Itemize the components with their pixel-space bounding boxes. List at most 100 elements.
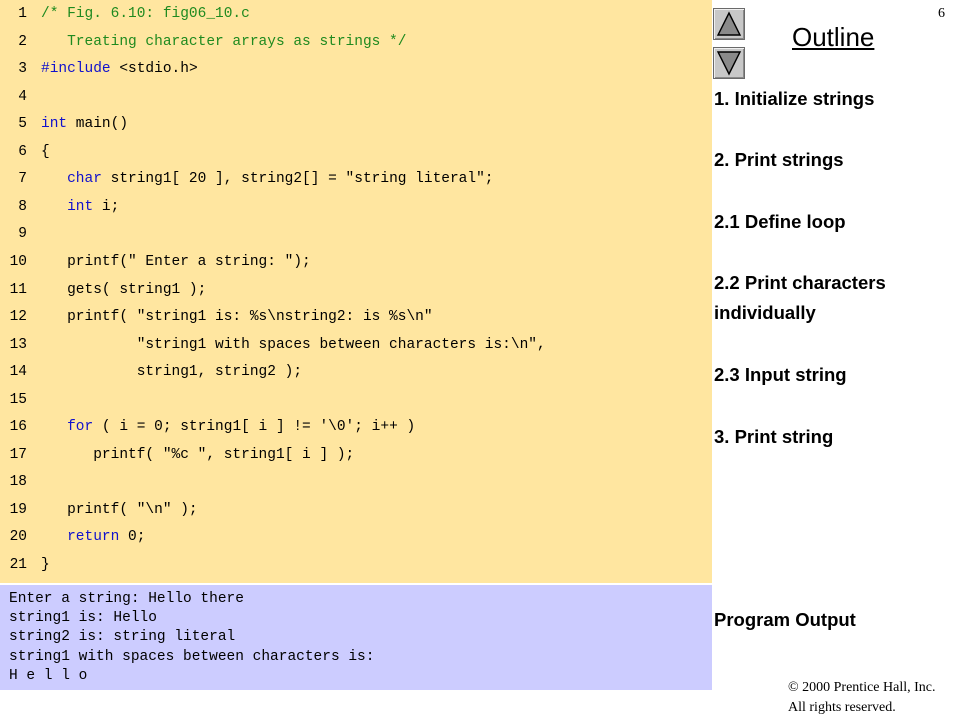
outline-item-initialize-strings: 1. Initialize strings	[714, 84, 954, 114]
code-line: 19 printf( "\n" );	[0, 500, 712, 520]
code-line: 21}	[0, 555, 712, 575]
line-number: 10	[9, 253, 27, 270]
previous-slide-button[interactable]	[713, 8, 745, 40]
code-text: printf(" Enter a string: ");	[41, 252, 311, 272]
code-line: 12 printf( "string1 is: %s\nstring2: is …	[0, 307, 712, 327]
outline-item-print-strings: 2. Print strings	[714, 145, 954, 175]
outline-item-label: 1. Initialize strings	[714, 88, 875, 109]
code-token-plain: ( i = 0; string1[ i ] != '\0'; i++ )	[93, 419, 416, 436]
outline-item-label: 3. Print string	[714, 426, 834, 447]
output-line: string2 is: string literal	[9, 629, 236, 646]
copyright-notice: © 2000 Prentice Hall, Inc. All rights re…	[788, 678, 936, 718]
code-line: 8 int i;	[0, 197, 712, 217]
code-text: gets( string1 );	[41, 280, 206, 300]
line-number: 11	[9, 281, 27, 298]
output-line: string1 with spaces between characters i…	[9, 648, 375, 665]
code-line: 4	[0, 87, 712, 107]
output-line: Enter a string: Hello there	[9, 591, 244, 607]
output-line: string1 is: Hello	[9, 610, 157, 627]
outline-item-label: 2.3 Input string	[714, 364, 847, 385]
copyright-line-2: All rights reserved.	[788, 700, 896, 715]
program-output-panel: Enter a string: Hello there string1 is: H…	[0, 585, 712, 690]
code-token-plain: printf( "string1 is: %s\nstring2: is %s\…	[41, 309, 433, 326]
outline-item-define-loop: 2.1 Define loop	[714, 207, 954, 237]
outline-item-input-string: 2.3 Input string	[714, 360, 954, 390]
code-text: return 0;	[41, 527, 145, 547]
line-number: 13	[9, 336, 27, 353]
code-text: /* Fig. 6.10: fig06_10.c	[41, 4, 250, 24]
outline-item-program-output: Program Output	[714, 605, 954, 635]
line-number: 12	[9, 309, 27, 326]
line-number: 16	[9, 419, 27, 436]
code-token-plain: printf( "\n" );	[41, 501, 198, 518]
code-line: 16 for ( i = 0; string1[ i ] != '\0'; i+…	[0, 417, 712, 437]
code-token-plain: main()	[67, 116, 129, 133]
line-number: 15	[9, 391, 27, 408]
code-line: 17 printf( "%c ", string1[ i ] );	[0, 445, 712, 465]
outline-item-label: 2.2 Print characters	[714, 272, 886, 293]
code-text: char string1[ 20 ], string2[] = "string …	[41, 169, 494, 189]
line-number: 6	[18, 143, 27, 160]
code-line: 15	[0, 390, 712, 410]
code-line: 6{	[0, 142, 712, 162]
code-token-keyword: char	[41, 171, 102, 188]
code-line: 14 string1, string2 );	[0, 362, 712, 382]
line-number: 3	[18, 61, 27, 78]
line-number: 17	[9, 446, 27, 463]
code-token-plain: string1, string2 );	[41, 364, 303, 381]
line-number: 8	[18, 198, 27, 215]
code-line: 1 /* Fig. 6.10: fig06_10.c	[0, 4, 712, 24]
code-text: "string1 with spaces between characters …	[41, 335, 546, 355]
code-token-keyword: for	[41, 419, 94, 436]
line-number: 2	[18, 33, 27, 50]
code-text: int main()	[41, 114, 128, 134]
code-token-keyword: return	[41, 529, 120, 546]
code-token-plain: gets( string1 );	[41, 281, 207, 298]
copyright-line-1: © 2000 Prentice Hall, Inc.	[788, 680, 936, 695]
triangle-up-icon	[716, 11, 742, 36]
output-line: H e l l o	[9, 667, 88, 684]
code-text: Treating character arrays as strings */	[41, 32, 406, 52]
slide-number: 6	[938, 6, 945, 21]
code-token-keyword: int	[41, 198, 94, 215]
code-text: printf( "string1 is: %s\nstring2: is %s\…	[41, 307, 433, 327]
code-line: 2 Treating character arrays as strings *…	[0, 32, 712, 52]
outline-item-label: Program Output	[714, 609, 856, 630]
outline-item-label: 2. Print strings	[714, 149, 844, 170]
code-text: string1, string2 );	[41, 362, 302, 382]
code-token-plain: string1[ 20 ], string2[] = "string liter…	[101, 171, 494, 188]
code-token-plain: <stdio.h>	[119, 61, 198, 78]
code-line: 20 return 0;	[0, 527, 712, 547]
code-line: 3 #include <stdio.h>	[0, 59, 712, 79]
line-number: 21	[9, 557, 27, 573]
code-text: {	[41, 142, 50, 162]
code-token-plain: printf( "%c ", string1[ i ] );	[41, 446, 355, 463]
code-line: 5 int main()	[0, 114, 712, 134]
line-number: 7	[18, 171, 27, 188]
code-line: 10 printf(" Enter a string: ");	[0, 252, 712, 272]
code-text: int i;	[41, 197, 119, 217]
code-line: 11 gets( string1 );	[0, 280, 712, 300]
code-token-keyword: #include	[41, 61, 120, 78]
code-text: printf( "\n" );	[41, 500, 198, 520]
next-slide-button[interactable]	[713, 47, 745, 79]
outline-item-print-characters: 2.2 Print characters individually	[714, 268, 954, 328]
code-text: printf( "%c ", string1[ i ] );	[41, 445, 354, 465]
code-listing: 1 /* Fig. 6.10: fig06_10.c 2 Treating char…	[0, 0, 712, 583]
outline-item-print-string: 3. Print string	[714, 422, 954, 452]
code-token-plain: {	[41, 143, 50, 160]
line-number: 20	[9, 529, 27, 546]
line-number: 1	[18, 6, 27, 22]
outline-title[interactable]: Outline	[792, 22, 875, 52]
line-number: 5	[18, 116, 27, 133]
triangle-down-icon	[716, 51, 742, 76]
code-text: #include <stdio.h>	[41, 59, 198, 79]
line-number: 9	[18, 226, 27, 243]
code-line: 13 "string1 with spaces between characte…	[0, 335, 712, 355]
code-text: for ( i = 0; string1[ i ] != '\0'; i++ )	[41, 417, 415, 437]
code-token-plain: printf(" Enter a string: ");	[41, 253, 311, 270]
code-line: 18	[0, 472, 712, 492]
code-token-plain: i;	[93, 198, 120, 215]
line-number: 18	[9, 474, 27, 491]
outline-item-label-continued: individually	[714, 302, 816, 323]
